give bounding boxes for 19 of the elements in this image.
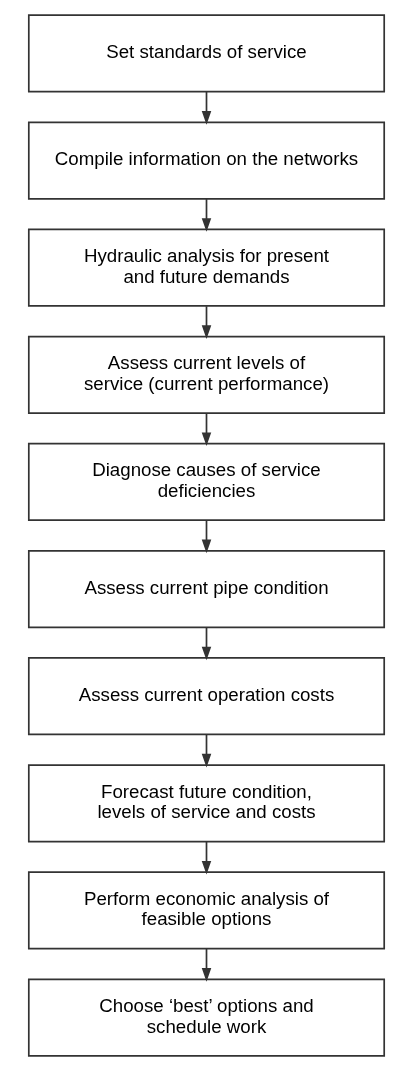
arrow <box>201 412 211 447</box>
arrow <box>201 519 211 554</box>
node-box: Assess current operation costs <box>27 657 385 736</box>
node-box: Choose ‘best’ options and schedule work <box>27 978 385 1057</box>
arrow <box>201 841 211 875</box>
node-box: Perform economic analysis of feasible options <box>27 871 385 950</box>
arrow <box>201 948 211 982</box>
node-box: Assess current pipe condition <box>27 549 385 629</box>
node-box: Hydraulic analysis for present and future demands <box>27 228 385 307</box>
node-box: Compile information on the networks <box>27 121 385 200</box>
arrow <box>201 305 211 339</box>
node-box: Assess current levels of service (current performance) <box>27 335 385 414</box>
arrow <box>201 626 211 661</box>
arrow <box>201 733 211 768</box>
node-box: Diagnose causes of service deficiencies <box>27 442 385 522</box>
node-box: Set standards of service <box>27 14 385 93</box>
node-box: Forecast future condition, levels of service and costs <box>27 764 385 843</box>
arrow <box>201 91 211 125</box>
arrow <box>201 198 211 232</box>
